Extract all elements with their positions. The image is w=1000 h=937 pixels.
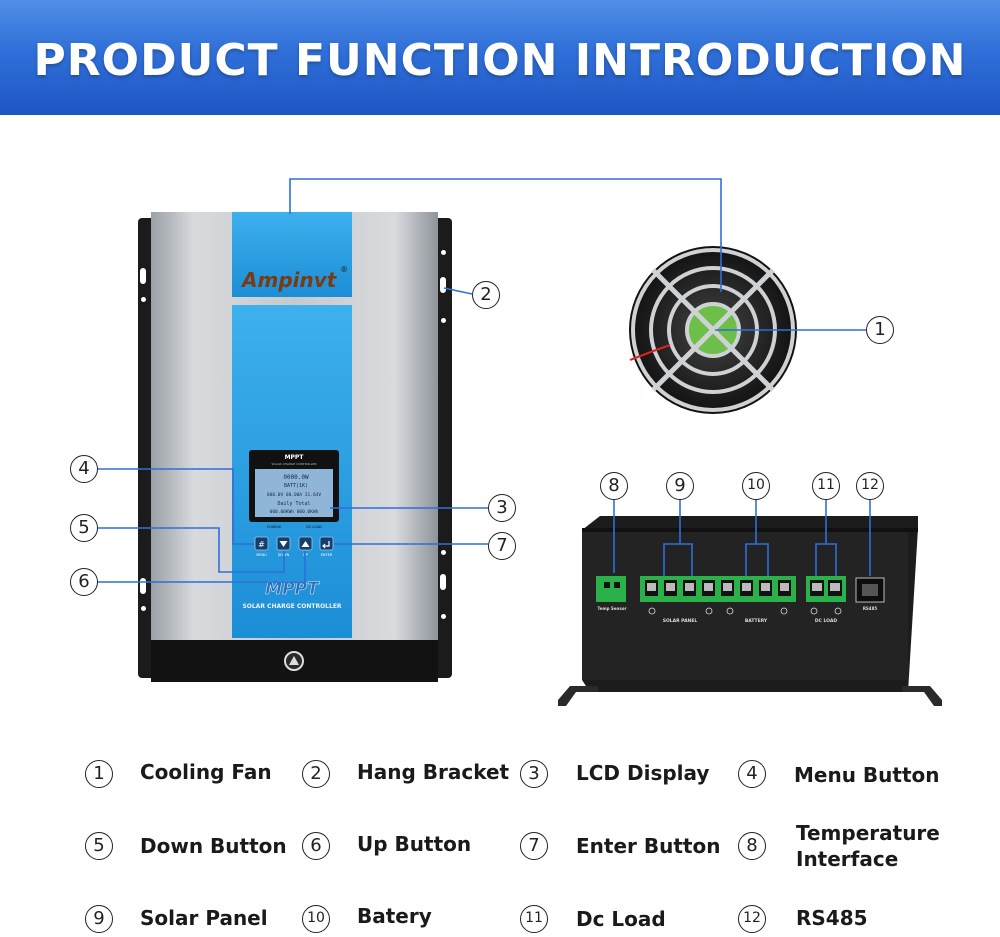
legend-label-3: LCD Display — [576, 761, 710, 785]
page-title: PRODUCT FUNCTION INTRODUCTION — [33, 35, 967, 86]
legend-num-4: 4 — [738, 760, 766, 788]
svg-text:SOLAR PANEL: SOLAR PANEL — [663, 618, 698, 624]
svg-text:DC LOAD: DC LOAD — [306, 525, 322, 529]
callout-11: 11 — [812, 472, 840, 500]
rs485-port — [855, 577, 885, 603]
hang-bracket-right — [440, 250, 446, 619]
legend-num-9: 9 — [85, 905, 113, 933]
legend-label-2: Hang Bracket — [357, 760, 510, 784]
callout-4: 4 — [70, 455, 98, 483]
svg-text:SOLAR CHARGE CONTROLLER: SOLAR CHARGE CONTROLLER — [271, 462, 316, 466]
product-illustration: Ampinvt ® MPPT SOLAR CHARGE CONTROLLER 0… — [98, 178, 942, 706]
callout-lines — [98, 178, 871, 583]
callout-5: 5 — [70, 514, 98, 542]
legend-label-4: Menu Button — [794, 763, 940, 787]
model-subtext: SOLAR CHARGE CONTROLLER — [242, 603, 341, 610]
svg-text:000.00KWh 000.0KWh: 000.00KWh 000.0KWh — [270, 509, 319, 515]
legend-num-11: 11 — [520, 905, 548, 933]
legend-label-6: Up Button — [357, 832, 472, 856]
legend-num-3: 3 — [520, 760, 548, 788]
legend-label-11: Dc Load — [576, 907, 666, 931]
svg-text:000.0V 00.00A 21.64V: 000.0V 00.00A 21.64V — [267, 492, 321, 498]
callout-8: 8 — [600, 472, 628, 500]
legend-label-8: Temperature Interface — [796, 821, 940, 871]
lcd-display: MPPT SOLAR CHARGE CONTROLLER 0000.0W BAT… — [249, 450, 339, 522]
svg-text:BATTERY: BATTERY — [745, 618, 768, 624]
legend-label-9: Solar Panel — [140, 906, 268, 930]
svg-text:#: # — [258, 540, 265, 549]
legend-label-12: RS485 — [796, 906, 868, 930]
callout-1: 1 — [866, 316, 894, 344]
trademark-mark: ® — [340, 265, 348, 274]
legend-num-12: 12 — [738, 905, 766, 933]
legend-num-2: 2 — [302, 760, 330, 788]
legend-label-10: Batery — [357, 904, 432, 928]
callout-2: 2 — [472, 281, 500, 309]
svg-text:Temp Sensor: Temp Sensor — [598, 606, 627, 611]
top-blue-panel — [232, 212, 352, 297]
legend-num-6: 6 — [302, 832, 330, 860]
svg-text:CHARGE: CHARGE — [267, 525, 282, 529]
load-terminal — [806, 576, 846, 602]
callout-7: 7 — [488, 532, 516, 560]
svg-text:Daily Total: Daily Total — [277, 501, 310, 507]
svg-text:BATT(1K): BATT(1K) — [284, 483, 308, 489]
svg-text:MENU: MENU — [256, 553, 267, 557]
svg-text:0000.0W: 0000.0W — [283, 474, 309, 481]
callout-3: 3 — [488, 494, 516, 522]
callout-9: 9 — [666, 472, 694, 500]
callout-10: 10 — [742, 472, 770, 500]
menu-button[interactable]: # MENU — [254, 536, 269, 557]
legend-num-5: 5 — [85, 832, 113, 860]
svg-text:RS485: RS485 — [863, 606, 878, 611]
temp-sensor-port — [596, 576, 626, 602]
legend-num-7: 7 — [520, 832, 548, 860]
charge-controller: Ampinvt ® MPPT SOLAR CHARGE CONTROLLER 0… — [138, 212, 452, 682]
legend-label-7: Enter Button — [576, 834, 721, 858]
legend-label-5: Down Button — [140, 834, 287, 858]
legend-num-8: 8 — [738, 832, 766, 860]
model-text: MPPT — [265, 579, 320, 599]
legend-num-10: 10 — [302, 905, 330, 933]
svg-text:ENTER: ENTER — [321, 553, 333, 557]
svg-text:MPPT: MPPT — [285, 454, 305, 461]
terminal-box: Temp Sensor — [558, 516, 942, 706]
callout-6: 6 — [70, 568, 98, 596]
header-banner: PRODUCT FUNCTION INTRODUCTION — [0, 0, 1000, 115]
legend-label-1: Cooling Fan — [140, 760, 272, 784]
svg-text:DC LOAD: DC LOAD — [815, 618, 837, 624]
legend-num-1: 1 — [85, 760, 113, 788]
enter-button[interactable]: ENTER — [319, 536, 334, 557]
brand-logo: Ampinvt — [240, 268, 338, 292]
main-terminal-strip — [640, 576, 796, 602]
callout-12: 12 — [856, 472, 884, 500]
